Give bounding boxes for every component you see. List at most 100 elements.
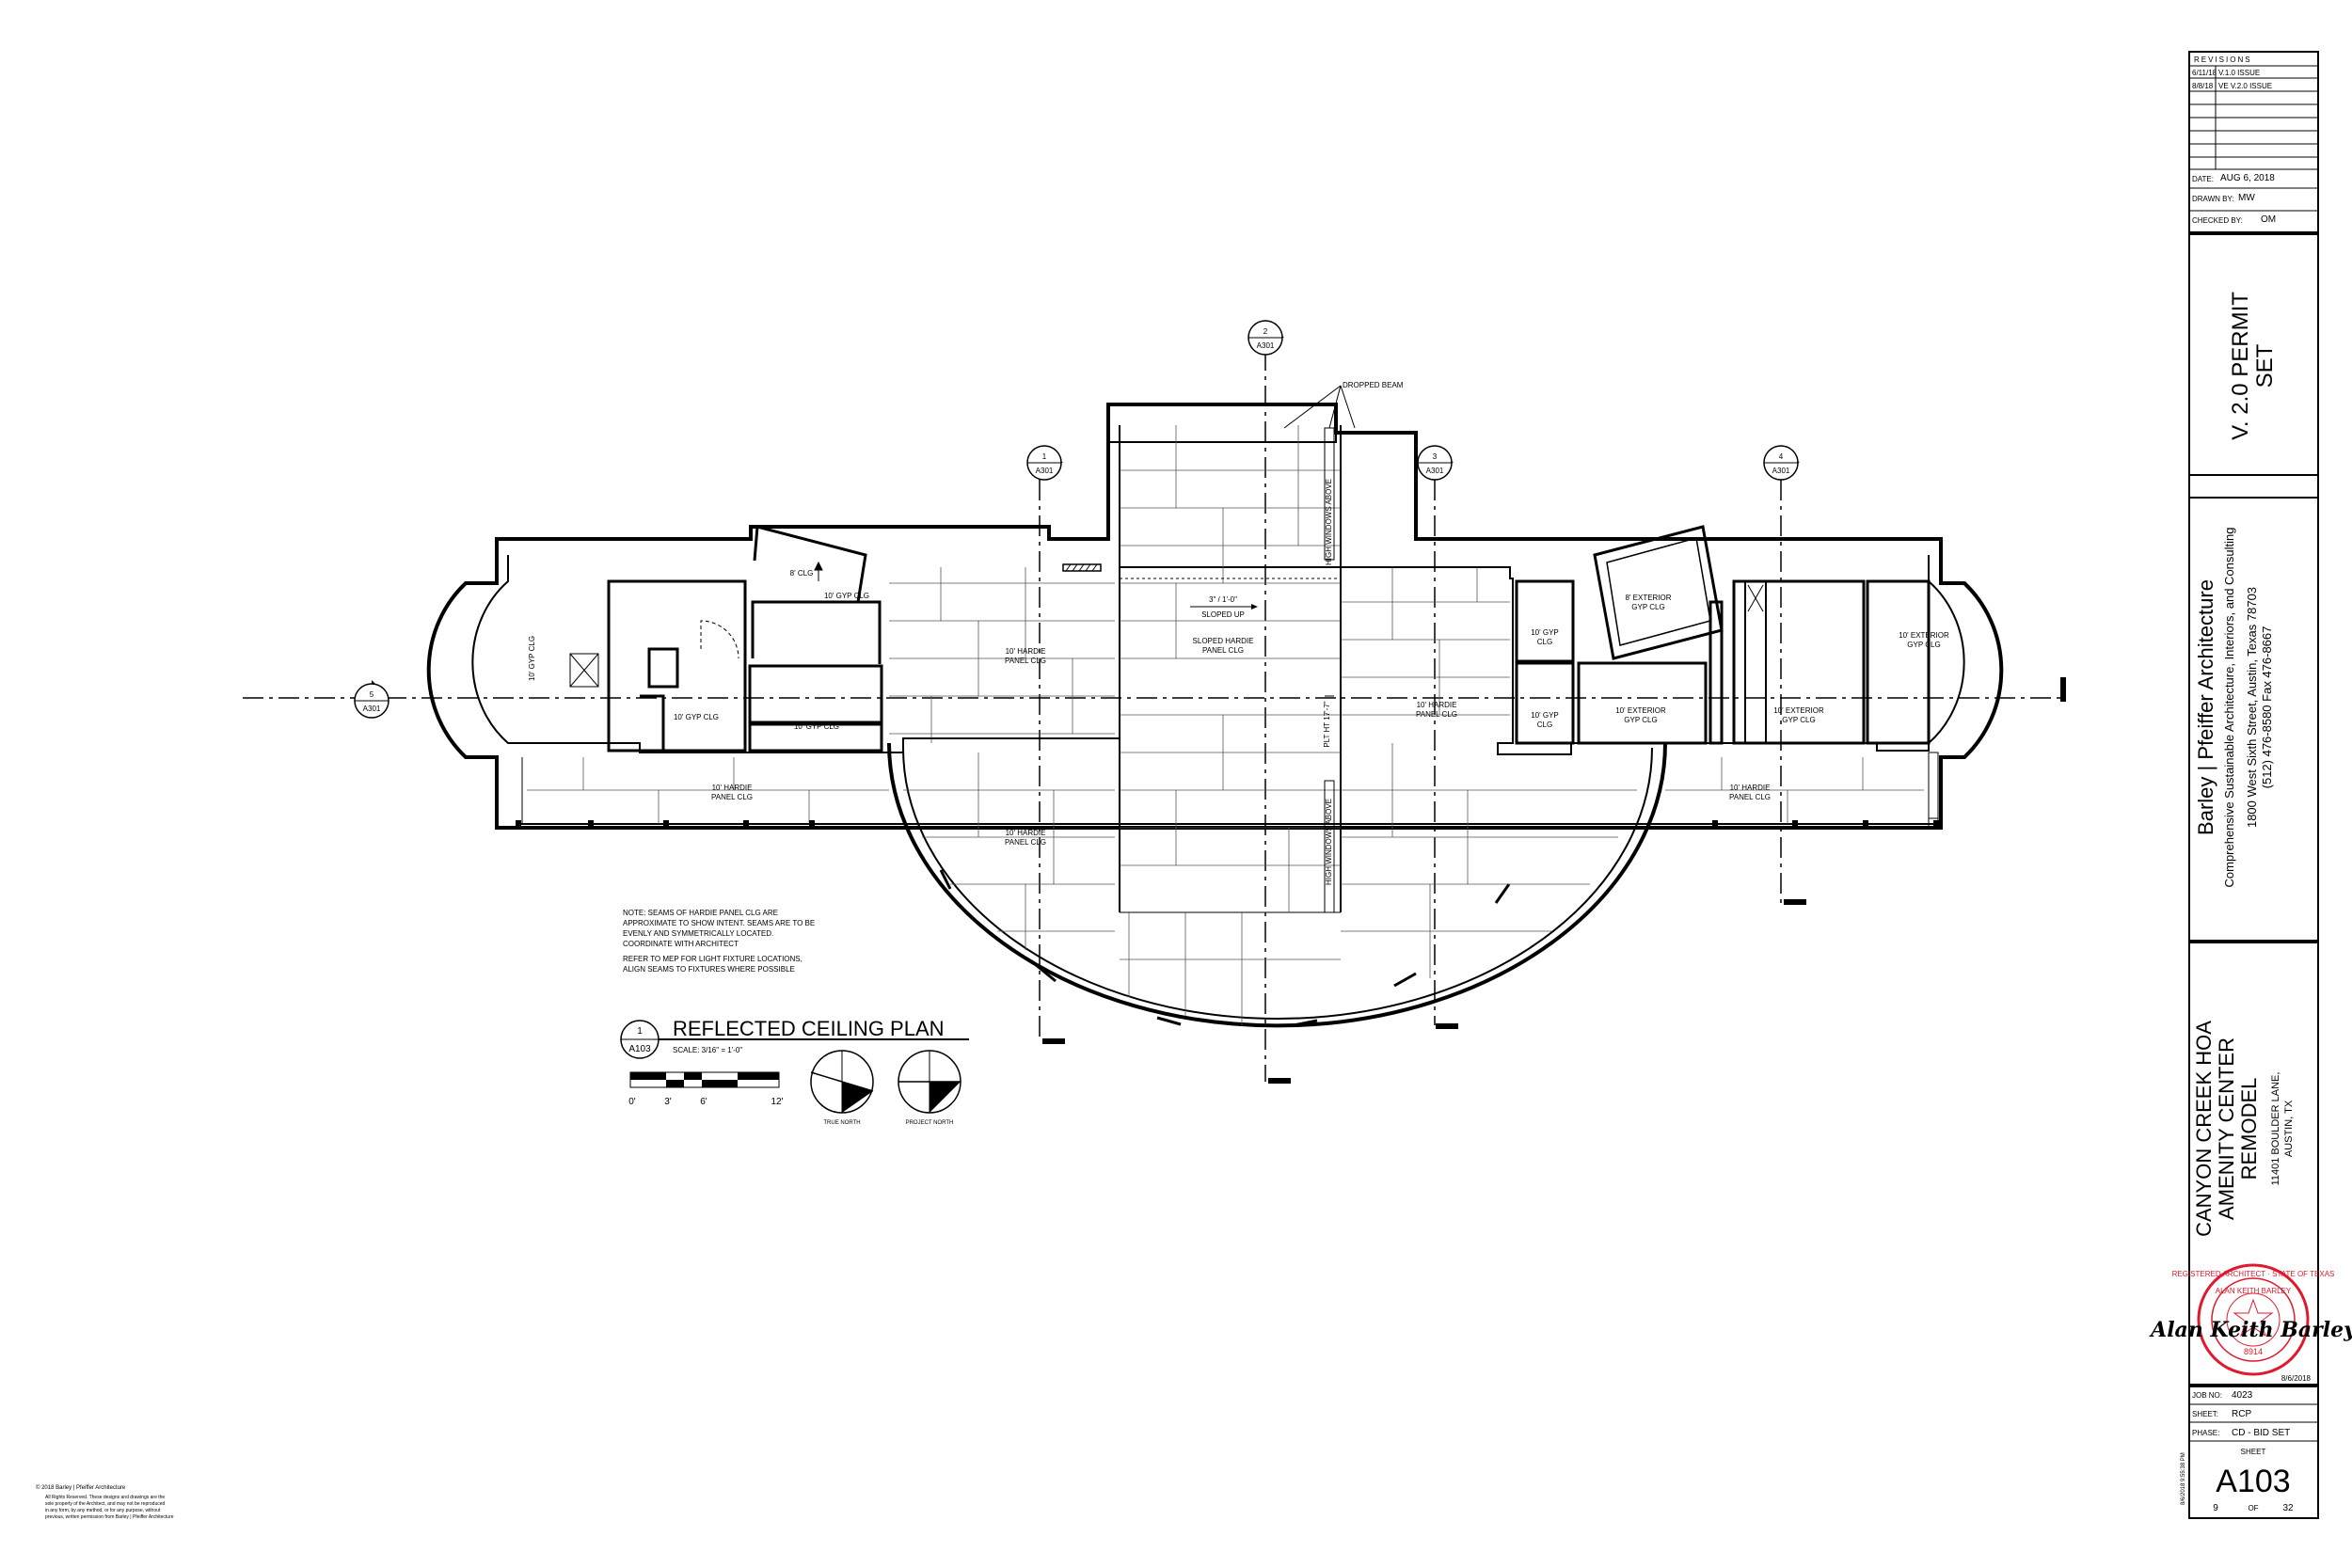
section-marker-4-sheet: A301 xyxy=(1772,467,1790,475)
section-marker-4-num: 4 xyxy=(1779,452,1784,461)
copyright-notice: © 2018 Barley | Pfeiffer Architecture Al… xyxy=(36,1484,174,1520)
drawing-scale: SCALE: 3/16" = 1'-0" xyxy=(673,1046,742,1054)
sheet-label: SHEET: xyxy=(2192,1410,2218,1418)
scale-tick-6: 6' xyxy=(700,1097,707,1107)
firm-box xyxy=(2188,474,2319,942)
room-label: 10' EXTERIOR xyxy=(1615,706,1666,715)
seal-sign-date: 8/6/2018 xyxy=(2281,1374,2312,1383)
job-value: 4023 xyxy=(2232,1390,2253,1401)
plot-stamp: 8/6/2018 9:55:38 PM xyxy=(2181,1452,2186,1505)
curved-bay xyxy=(887,742,1667,1028)
room-label: 10' HARDIE xyxy=(1417,701,1457,709)
plan-annotations: DROPPED BEAM 3" / 1'-0" SLOPED UP HIGH W… xyxy=(1190,381,1404,885)
room-label: 10' GYP xyxy=(1531,628,1559,637)
section-marker-1-num: 1 xyxy=(1042,452,1047,461)
copyright-line: sole property of the Architect, and may … xyxy=(45,1501,166,1507)
room-label: 10' GYP CLG xyxy=(824,592,869,600)
building-outline xyxy=(426,403,2004,830)
true-north-label: TRUE NORTH xyxy=(823,1120,860,1126)
room-label: 10' GYP CLG xyxy=(794,722,839,731)
project-address-1: 11401 BOULDER LANE, xyxy=(2270,1072,2281,1186)
checked-value: OM xyxy=(2261,214,2276,225)
drawn-value: MW xyxy=(2238,193,2255,203)
room-label-2: GYP CLG xyxy=(1631,603,1664,611)
copyright-line: previous, written permission from Barley… xyxy=(45,1514,174,1520)
drawn-label: DRAWN BY: xyxy=(2192,195,2234,203)
seal-ring-text: REGISTERED ARCHITECT · STATE OF TEXAS xyxy=(2172,1270,2335,1278)
drawing-sheet-ref: A103 xyxy=(628,1044,651,1054)
sheet-of: OF xyxy=(2248,1504,2258,1513)
project-line-2: AMENITY CENTER xyxy=(2215,1037,2238,1220)
note-line: NOTE: SEAMS OF HARDIE PANEL CLG ARE xyxy=(623,909,778,917)
copyright-line: All Rights Reserved. These designs and d… xyxy=(45,1495,165,1500)
east-room-details xyxy=(1747,584,1939,829)
scale-tick-12: 12' xyxy=(771,1097,783,1107)
revision-1-desc: V.1.0 ISSUE xyxy=(2218,69,2260,77)
east-rooms xyxy=(1515,525,1931,745)
high-windows-label-north: HIGH WINDOWS ABOVE xyxy=(1325,479,1333,565)
project-box xyxy=(2188,942,2319,1386)
scale-bar: 0' 3' 6' 12' xyxy=(628,1071,784,1107)
section-marker-3: 3 A301 xyxy=(1417,445,1454,481)
checked-label: CHECKED BY: xyxy=(2192,216,2243,225)
note-line: ALIGN SEAMS TO FIXTURES WHERE POSSIBLE xyxy=(623,965,795,974)
room-label: 8' EXTERIOR xyxy=(1625,594,1671,602)
revision-2-date: 8/8/18 xyxy=(2192,82,2214,90)
firm-tagline: Comprehensive Sustainable Architecture, … xyxy=(2222,528,2236,888)
revision-2-desc: VE V.2.0 ISSUE xyxy=(2218,82,2272,90)
plan-note: NOTE: SEAMS OF HARDIE PANEL CLG ARE APPR… xyxy=(623,909,815,974)
note-line: COORDINATE WITH ARCHITECT xyxy=(623,940,739,948)
section-marker-2-num: 2 xyxy=(1263,327,1268,336)
room-label-2: CLG xyxy=(1537,721,1552,729)
sheet-value: RCP xyxy=(2232,1409,2251,1419)
room-label: 10' EXTERIOR xyxy=(1899,631,1949,640)
title-block: REVISIONS 6/11/18 V.1.0 ISSUE 8/8/18 VE … xyxy=(2149,51,2352,1519)
phase-label: PHASE: xyxy=(2192,1429,2219,1437)
room-label: SLOPED HARDIE xyxy=(1193,637,1254,645)
project-north-label: PROJECT NORTH xyxy=(906,1120,954,1126)
room-label: 10' GYP CLG xyxy=(674,713,719,721)
room-label-2: CLG xyxy=(1537,638,1552,646)
reflected-ceiling-plan: 1 A301 2 A301 3 A301 4 A301 xyxy=(243,320,2066,1126)
room-label: 10' EXTERIOR xyxy=(1773,706,1824,715)
room-label-2: PANEL CLG xyxy=(1416,710,1457,719)
project-line-3: REMODEL xyxy=(2237,1078,2261,1180)
job-label: JOB NO: xyxy=(2192,1391,2222,1400)
high-windows-label-south: HIGH WINDOWS ABOVE xyxy=(1325,799,1333,885)
room-label-2: PANEL CLG xyxy=(1729,793,1771,801)
permit-box xyxy=(2188,233,2319,499)
scale-tick-0: 0' xyxy=(628,1097,636,1107)
project-north-arrow: PROJECT NORTH xyxy=(898,1050,961,1126)
copyright-line: © 2018 Barley | Pfeiffer Architecture xyxy=(36,1484,126,1491)
section-marker-5-sheet: A301 xyxy=(363,705,381,713)
section-marker-5-num: 5 xyxy=(370,690,374,699)
room-label-2: PANEL CLG xyxy=(1005,657,1046,665)
firm-address: 1800 West Sixth Street, Austin, Texas 78… xyxy=(2245,587,2259,828)
dropped-beam-label: DROPPED BEAM xyxy=(1343,381,1404,389)
project-address-2: AUSTIN, TX xyxy=(2283,1100,2295,1157)
hardie-grid-center xyxy=(1120,425,1341,1025)
room-label-2: GYP CLG xyxy=(1624,716,1657,724)
section-marker-3-sheet: A301 xyxy=(1426,467,1444,475)
section-marker-4: 4 A301 xyxy=(1763,445,1800,481)
room-label-2: GYP CLG xyxy=(1907,641,1940,649)
inner-wall-line xyxy=(471,555,1965,755)
architect-seal: REGISTERED ARCHITECT · STATE OF TEXAS AL… xyxy=(2149,1263,2352,1383)
revisions-header: REVISIONS xyxy=(2194,55,2252,64)
hardie-grid-south xyxy=(527,757,1924,824)
slope-label: 3" / 1'-0" xyxy=(1209,595,1237,604)
section-marker-1: 1 A301 xyxy=(1026,445,1063,481)
room-label-2: GYP CLG xyxy=(1782,716,1815,724)
plate-height-label: PLT HT 17'-7" xyxy=(1323,701,1331,747)
room-label: 10' HARDIE xyxy=(1730,784,1771,792)
date-label: DATE: xyxy=(2192,175,2214,183)
drawing-title-text: REFLECTED CEILING PLAN xyxy=(673,1017,945,1040)
room-label: 10' GYP xyxy=(1531,711,1559,720)
permit-title-line-1: V. 2.0 PERMIT xyxy=(2228,292,2253,440)
permit-title-line-2: SET xyxy=(2252,343,2278,388)
firm-name: Barley | Pfeiffer Architecture xyxy=(2194,579,2217,835)
room-label-2: PANEL CLG xyxy=(1005,838,1046,847)
section-marker-3-num: 3 xyxy=(1433,452,1438,461)
west-room-details xyxy=(569,561,823,688)
